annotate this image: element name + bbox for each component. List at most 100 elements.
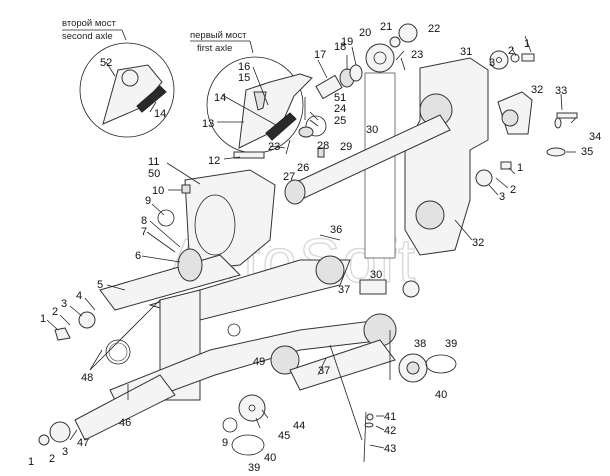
flange-44-hole [248, 404, 256, 412]
callout-12: 12 [208, 155, 220, 167]
leader-36 [319, 234, 341, 241]
leader-37b [317, 357, 327, 376]
arm-36-eye [315, 255, 345, 285]
main-assembly [38, 114, 457, 463]
callout-labels: 52 14 16 15 14 13 17 18 19 20 21 22 23 5… [28, 21, 601, 474]
callout-34: 34 [589, 131, 601, 143]
callout-43: 43 [384, 443, 396, 455]
bushing-shock [402, 280, 420, 298]
callout-50: 50 [148, 168, 160, 180]
callout-52: 52 [100, 57, 112, 69]
callout-4: 4 [76, 290, 82, 302]
detail-oval-39b [425, 354, 457, 374]
pin-12 [233, 151, 265, 159]
callout-39: 39 [445, 338, 457, 350]
arm-eye-lower [270, 345, 300, 375]
callout-26: 26 [297, 162, 309, 174]
caption-first-axle-ru: первый мост [190, 30, 247, 41]
eye-hole [373, 51, 387, 65]
callout-22: 22 [428, 23, 440, 35]
callout-3c: 3 [61, 298, 67, 310]
callout-42: 42 [384, 425, 396, 437]
leader-19 [351, 46, 357, 66]
detail-circle-9 [157, 209, 175, 227]
bushing-17 [315, 74, 343, 100]
leader-lines [46, 35, 577, 449]
leader-47 [69, 429, 78, 441]
callout-19: 19 [341, 36, 353, 48]
callout-14: 14 [154, 108, 166, 120]
right-housing [404, 50, 578, 256]
caption-second-axle-ru: второй мост [62, 18, 116, 29]
leader-17 [317, 59, 328, 79]
callout-3b: 3 [499, 191, 505, 203]
housing-31 [404, 57, 489, 256]
rod-37 [289, 339, 396, 391]
callout-38: 38 [414, 338, 426, 350]
washers-35 [546, 147, 566, 157]
leader-1a [524, 35, 532, 53]
leader-11 [166, 162, 201, 185]
bracket-part [102, 64, 163, 125]
leader-45 [255, 417, 261, 429]
shock-absorber-30 [364, 72, 396, 259]
washer-42 [364, 422, 374, 428]
caption-leader [249, 40, 254, 54]
leader-4 [84, 297, 96, 311]
callout-2c: 2 [52, 306, 58, 318]
caption-first-axle-en: first axle [197, 43, 232, 54]
washer-3 [489, 50, 509, 70]
callout-17: 17 [314, 49, 326, 61]
callout-24: 24 [334, 103, 346, 115]
wear-pad-part [136, 85, 167, 113]
callout-25: 25 [334, 115, 346, 127]
leader-2a [511, 47, 517, 57]
leader-14 [149, 101, 157, 113]
bolt-43 [363, 411, 367, 463]
callout-2d: 2 [49, 453, 55, 465]
callout-21: 21 [380, 21, 392, 33]
bolt-1-lower [38, 434, 50, 446]
leader-43 [329, 344, 363, 441]
leader-3b [488, 184, 499, 196]
cap-22 [398, 23, 418, 43]
leader-34 [570, 117, 577, 124]
callout-23: 23 [411, 49, 423, 61]
callout-6: 6 [135, 250, 141, 262]
callout-49: 49 [253, 356, 265, 368]
leader-6 [141, 255, 181, 263]
callout-11: 11 [148, 156, 159, 168]
pin-34 [556, 112, 578, 119]
leader-12 [223, 156, 241, 160]
leader-1 [46, 319, 59, 331]
leader-52 [105, 61, 116, 77]
callout-13: 13 [202, 118, 214, 130]
callout-40: 40 [435, 389, 447, 401]
callout-47: 47 [77, 437, 89, 449]
callout-8: 8 [141, 215, 147, 227]
detail-circle-9b [222, 417, 238, 433]
callout-28: 28 [317, 140, 329, 152]
callout-2: 2 [508, 45, 514, 57]
bolt-1-upper [54, 327, 71, 341]
leader-42 [375, 425, 385, 431]
leader-14b [221, 94, 277, 126]
flange-44 [238, 394, 266, 422]
seal-19 [349, 64, 363, 82]
callout-15: 15 [238, 72, 250, 84]
callout-18: 18 [334, 41, 346, 53]
leader-2b [495, 177, 509, 189]
leader-2 [59, 314, 71, 326]
bracket-plate [253, 91, 267, 111]
washer-hole [496, 57, 502, 63]
leader-5 [106, 284, 126, 291]
bolt-33 [554, 117, 562, 129]
leader-43b [369, 444, 385, 449]
leader-7 [146, 231, 176, 253]
wear-pad-part [265, 112, 297, 141]
callout-30: 30 [366, 124, 378, 136]
leader-3 [69, 305, 83, 317]
bolt-1 [521, 53, 535, 62]
leader-23 [395, 50, 405, 61]
